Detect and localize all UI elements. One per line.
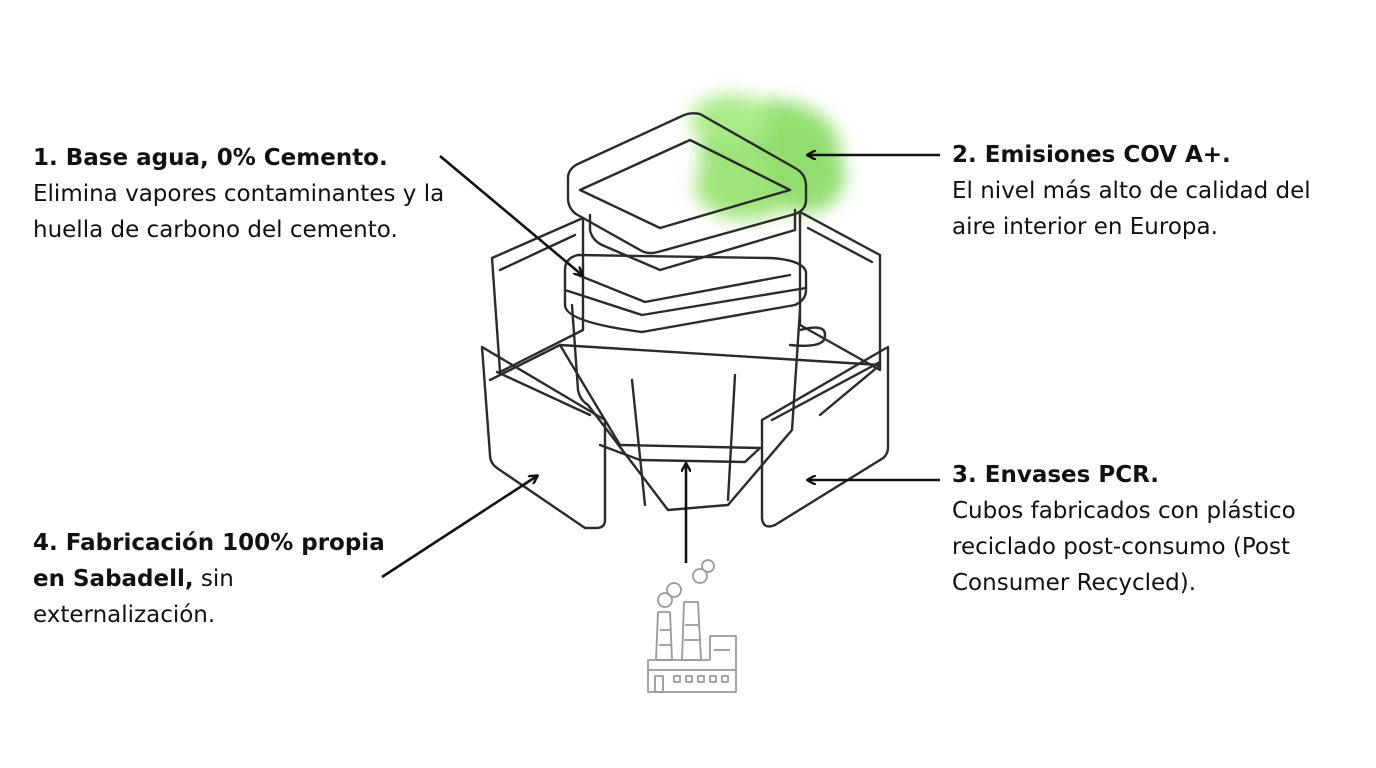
lower-bucket <box>563 253 827 512</box>
factory-icon <box>647 559 737 693</box>
label-envases: 3. Envases PCR. Cubos fabricados con plá… <box>952 457 1332 601</box>
label-body: Cubos fabricados con plástico reciclado … <box>952 498 1296 596</box>
upper-tray <box>566 112 808 272</box>
label-title: 1. Base agua, 0% Cemento. <box>33 145 388 171</box>
label-body: El nivel más alto de calidad del aire in… <box>952 178 1311 240</box>
label-body: sin externalización. <box>33 566 234 628</box>
front-right-panel <box>760 345 890 528</box>
front-left-panel <box>480 345 607 530</box>
green-cloud-icon <box>690 95 845 220</box>
back-right-panel <box>798 210 882 372</box>
arrow-icon <box>439 155 582 275</box>
label-title: 3. Envases PCR. <box>952 462 1159 488</box>
label-title: 4. Fabricación 100% propia en Sabadell, <box>33 530 385 592</box>
arrow-icon <box>381 476 537 579</box>
label-fabricacion: 4. Fabricación 100% propia en Sabadell, … <box>33 525 413 633</box>
label-title: 2. Emisiones COV A+. <box>952 142 1231 168</box>
label-base-agua: 1. Base agua, 0% Cemento. Elimina vapore… <box>33 140 463 248</box>
label-body: Elimina vapores contaminantes y la huell… <box>33 181 445 243</box>
tray-base <box>488 343 882 464</box>
back-left-panel <box>490 216 585 374</box>
label-emisiones: 2. Emisiones COV A+. El nivel más alto d… <box>952 137 1352 245</box>
